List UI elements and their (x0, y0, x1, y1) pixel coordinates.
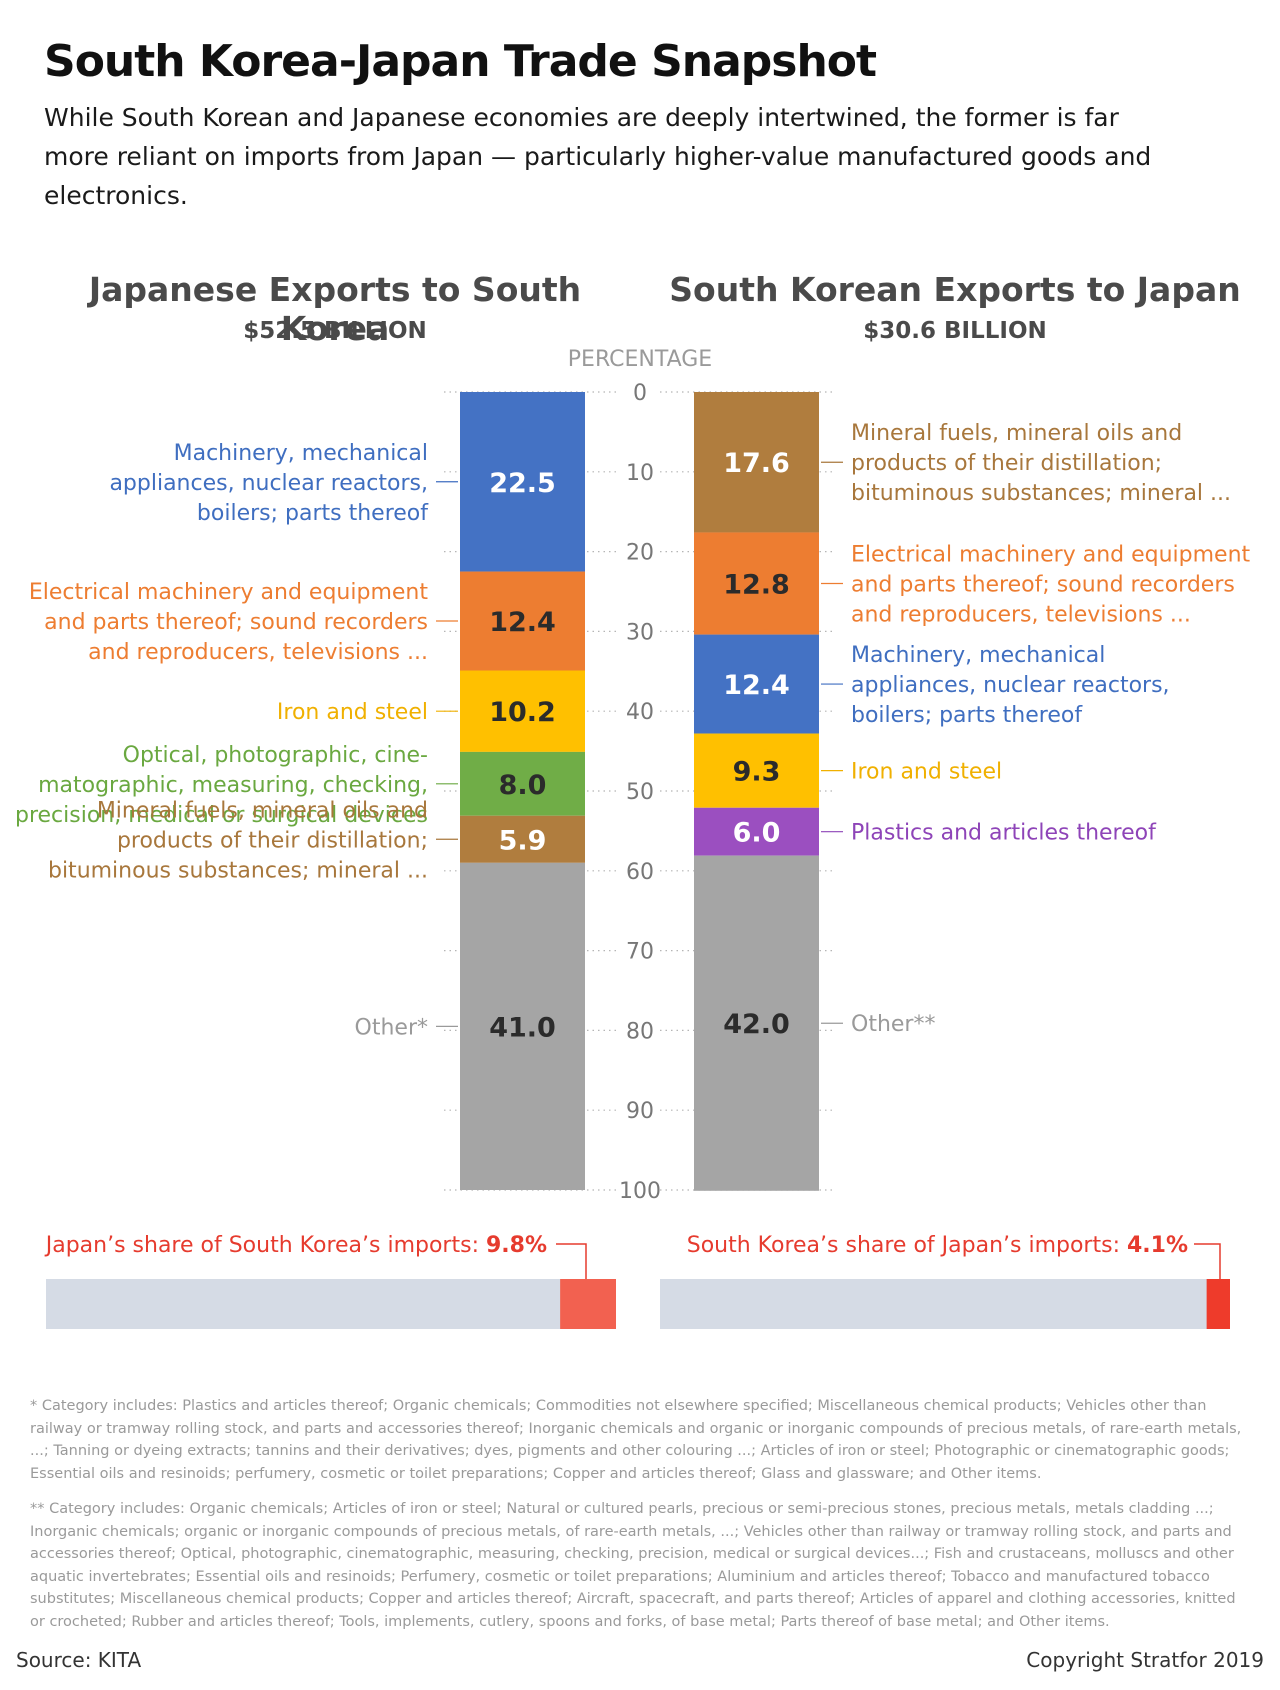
share-bar-background (46, 1279, 616, 1329)
category-label-line: appliances, nuclear reactors, (109, 471, 428, 496)
bar-segment (460, 670, 585, 752)
data-label: 22.5 (489, 468, 556, 499)
category-label-line: and reproducers, televisions ... (88, 640, 428, 665)
category-label: Mineral fuels, mineral oils and products … (48, 798, 428, 883)
page-title: South Korea-Japan Trade Snapshot (44, 36, 877, 87)
right-panel-total: $30.6 BILLION (863, 318, 1047, 344)
category-label-line: precision, medical or surgical devices (15, 803, 428, 828)
y-tick-label: 50 (626, 780, 654, 805)
right-share-text: South Korea’s share of Japan’s imports: (686, 1233, 1127, 1258)
bar-segment (460, 571, 585, 671)
stacked-bar-chart: PERCENTAGE010203040506070809010022.5Mach… (15, 347, 1251, 1329)
share-bar-background (660, 1279, 1230, 1329)
data-label: 17.6 (723, 448, 790, 479)
y-tick-label: 60 (626, 860, 654, 885)
bar-segment (694, 733, 819, 808)
footnote-other-japan: * Category includes: Plastics and articl… (30, 1398, 1242, 1482)
bar-segment (694, 807, 819, 856)
y-tick-label: 30 (626, 620, 654, 645)
category-label: Electrical machinery and equipment and pa… (851, 543, 1251, 628)
data-label: 8.0 (499, 770, 547, 801)
left-panel-total: $52.5 BILLION (243, 318, 427, 344)
category-label-line: boilers; parts thereof (851, 703, 1083, 728)
category-label-line: Mineral fuels, mineral oils and (851, 421, 1182, 446)
category-label: Optical, photographic, cine-matographic,… (15, 743, 428, 828)
category-label-line: products of their distillation; (851, 451, 1162, 476)
category-label-line: and parts thereof; sound recorders (851, 573, 1235, 598)
category-label-line: appliances, nuclear reactors, (851, 673, 1170, 698)
share-connector-line (1194, 1243, 1221, 1279)
category-label: Mineral fuels, mineral oils and products … (851, 421, 1231, 506)
category-label-line: matographic, measuring, checking, (38, 773, 428, 798)
y-tick-label: 100 (619, 1179, 661, 1204)
y-tick-label: 80 (626, 1019, 654, 1044)
y-tick-label: 40 (626, 700, 654, 725)
left-share-label: Japan’s share of South Korea’s imports: … (46, 1233, 547, 1258)
bar-segment (694, 634, 819, 734)
category-label: Other* (355, 1015, 428, 1040)
category-label-line: and parts thereof; sound recorders (44, 610, 428, 635)
category-label: Iron and steel (851, 760, 1002, 785)
category-label: Electrical machinery and equipment and pa… (29, 580, 429, 665)
page-subtitle: While South Korean and Japanese economie… (44, 103, 1152, 210)
data-label: 12.4 (489, 607, 556, 638)
bar-segment (460, 751, 585, 816)
right-panel-title: South Korean Exports to Japan (669, 270, 1241, 309)
share-bar-fill (1206, 1279, 1230, 1329)
y-tick-label: 70 (626, 940, 654, 965)
bar-segment (460, 815, 585, 863)
category-label: Iron and steel (277, 700, 428, 725)
y-tick-label: 0 (633, 381, 647, 406)
y-tick-label: 90 (626, 1099, 654, 1124)
category-label-line: Other** (851, 1012, 935, 1037)
category-label-line: Mineral fuels, mineral oils and (97, 798, 428, 823)
category-label-line: bituminous substances; mineral ... (48, 858, 428, 883)
category-label-line: Machinery, mechanical (174, 441, 428, 466)
category-label-line: bituminous substances; mineral ... (851, 481, 1231, 506)
category-label-line: Iron and steel (851, 760, 1002, 785)
category-label-line: Electrical machinery and equipment (851, 543, 1251, 568)
data-label: 42.0 (723, 1009, 790, 1040)
copyright-text: Copyright Stratfor 2019 (1026, 1648, 1264, 1672)
share-connector-line (556, 1243, 587, 1279)
data-label: 10.2 (489, 697, 556, 728)
data-label: 41.0 (489, 1012, 556, 1043)
data-label: 9.3 (733, 757, 781, 788)
category-label-line: Iron and steel (277, 700, 428, 725)
category-label-line: Optical, photographic, cine- (123, 743, 428, 768)
y-tick-label: 20 (626, 541, 654, 566)
data-label: 12.8 (723, 570, 790, 601)
category-label-line: products of their distillation; (117, 828, 428, 853)
footnote-other-korea: ** Category includes: Organic chemicals;… (30, 1501, 1236, 1630)
data-label: 5.9 (499, 825, 547, 856)
right-share-label: South Korea’s share of Japan’s imports: … (687, 1233, 1188, 1258)
category-label-line: Other* (355, 1015, 428, 1040)
bar-segment (694, 532, 819, 635)
category-label-line: boilers; parts thereof (197, 501, 429, 526)
axis-title: PERCENTAGE (568, 347, 712, 372)
data-label: 12.4 (723, 670, 790, 701)
bar-segment (460, 392, 585, 572)
category-label: Plastics and articles thereof (851, 821, 1157, 846)
category-label: Machinery, mechanical appliances, nuclear… (109, 441, 429, 526)
left-share-value: 9.8% (485, 1233, 547, 1258)
y-tick-label: 10 (626, 461, 654, 486)
category-label-line: and reproducers, televisions ... (851, 603, 1191, 628)
left-share-text: Japan’s share of South Korea’s imports: (45, 1233, 486, 1258)
right-share-value: 4.1% (1126, 1233, 1188, 1258)
bar-segment (694, 392, 819, 533)
category-label: Machinery, mechanical appliances, nuclear… (851, 643, 1170, 728)
category-label: Other** (851, 1012, 935, 1037)
category-label-line: Electrical machinery and equipment (29, 580, 429, 605)
bar-segment (694, 855, 819, 1191)
source-text: Source: KITA (16, 1648, 142, 1672)
category-label-line: Plastics and articles thereof (851, 821, 1157, 846)
data-label: 6.0 (733, 818, 781, 849)
left-panel-title: Japanese Exports to South Korea (88, 270, 582, 348)
share-bar-fill (560, 1279, 616, 1329)
category-label-line: Machinery, mechanical (851, 643, 1105, 668)
bar-segment (460, 862, 585, 1190)
